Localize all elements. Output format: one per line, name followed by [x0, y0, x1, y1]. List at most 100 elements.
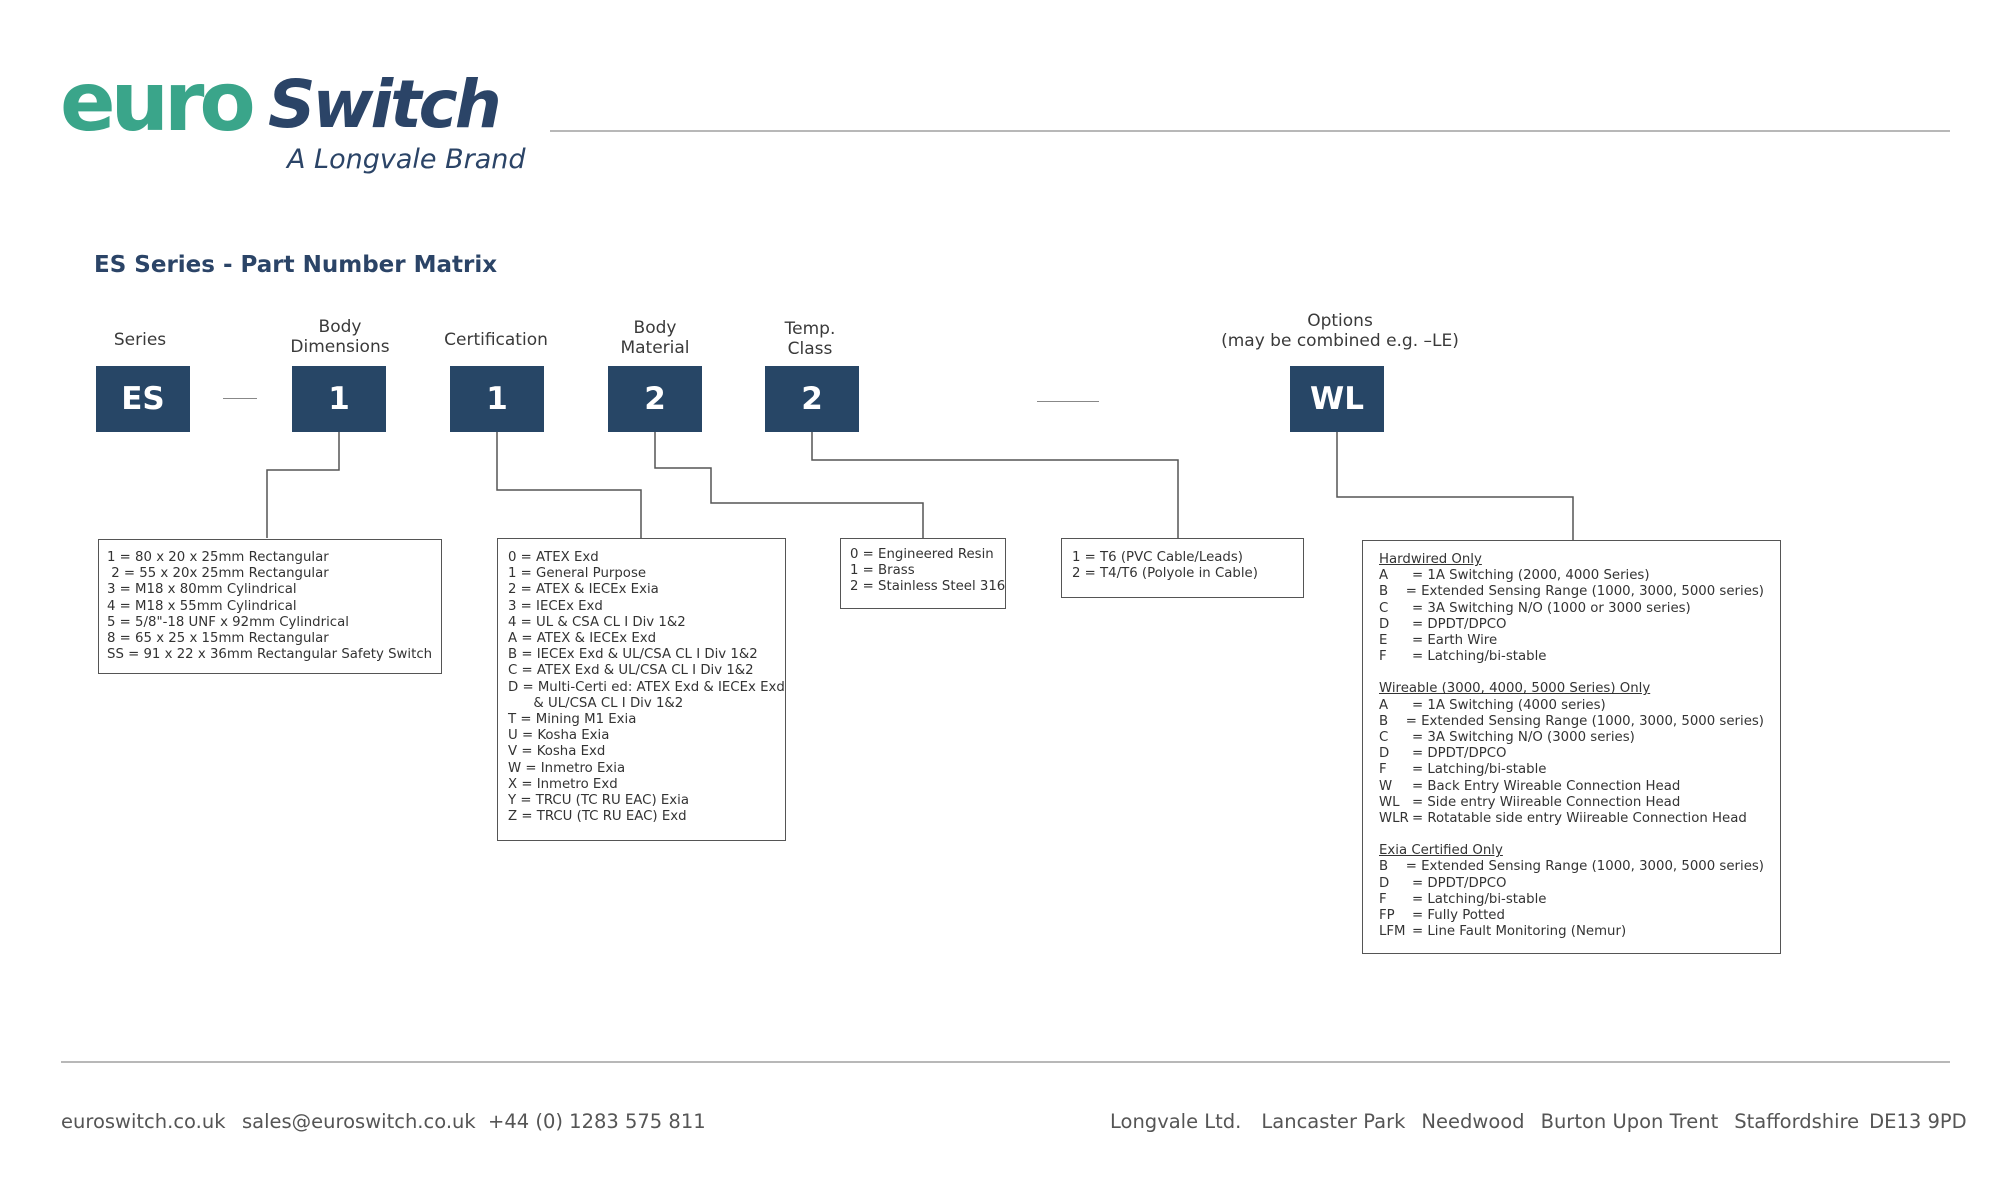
- list-item: C = 3A Switching N/O (3000 series): [1379, 730, 1764, 746]
- option-desc: = 3A Switching N/O (1000 or 3000 series): [1412, 600, 1691, 616]
- options-list: Hardwired Only A= 1A Switching (2000, 40…: [1362, 540, 1781, 954]
- list-item: D= DPDT/DPCO: [1379, 876, 1764, 892]
- option-desc: = 1A Switching (2000, 4000 Series): [1412, 568, 1650, 584]
- list-item: 1 = T6 (PVC Cable/Leads): [1072, 550, 1243, 565]
- code-certification: 1: [450, 366, 544, 432]
- connector-body-material: [654, 432, 924, 538]
- list-item: 0 = ATEX Exd: [508, 550, 599, 565]
- option-code: LFM: [1379, 924, 1406, 940]
- separator-dash: [223, 398, 257, 399]
- option-desc: = 3A Switching N/O (3000 series): [1412, 730, 1635, 746]
- option-code: W: [1379, 778, 1393, 794]
- option-code: C: [1379, 600, 1389, 616]
- code-series: ES: [96, 366, 190, 432]
- option-desc: = Latching/bi-stable: [1412, 891, 1547, 907]
- list-item: B= Extended Sensing Range (1000, 3000, 5…: [1379, 859, 1764, 875]
- list-item: A = 1A Switching (2000, 4000 Series): [1379, 568, 1764, 584]
- page-title: ES Series - Part Number Matrix: [94, 252, 498, 278]
- label-body-dimensions: Body Dimensions: [290, 317, 390, 357]
- option-desc: = DPDT/DPCO: [1412, 875, 1507, 891]
- list-item: D = DPDT/DPCO: [1379, 617, 1764, 633]
- list-item: W = Inmetro Exia: [508, 760, 626, 776]
- list-item: 2 = Stainless Steel 316: [850, 579, 1006, 595]
- label-certification: Certification: [444, 330, 548, 350]
- list-item: A = 1A Switching (4000 series): [1379, 698, 1764, 714]
- option-desc: = DPDT/DPCO: [1412, 616, 1507, 632]
- list-item: C = ATEX Exd & UL/CSA CL I Div 1&2: [508, 663, 754, 679]
- address-postcode: DE13 9PD: [1869, 1110, 1967, 1133]
- option-code: F: [1379, 649, 1387, 665]
- option-code: E: [1379, 633, 1388, 649]
- certification-list: 0 = ATEX Exd 1 = General Purpose 2 = ATE…: [497, 538, 786, 841]
- address-county: Staffordshire: [1734, 1110, 1860, 1133]
- list-item: 4 = UL & CSA CL I Div 1&2: [508, 614, 686, 630]
- list-item: SS = 91 x 22 x 36mm Rectangular Safety S…: [107, 647, 433, 663]
- list-item: 1 = Brass: [850, 563, 915, 579]
- options-exia-heading: Exia Certified Only: [1379, 843, 1503, 859]
- option-desc: = DPDT/DPCO: [1412, 746, 1507, 762]
- list-item: & UL/CSA CL I Div 1&2: [508, 695, 684, 711]
- option-desc: = Earth Wire: [1412, 633, 1498, 649]
- address-park: Lancaster Park: [1261, 1110, 1406, 1133]
- list-item: FP= Fully Potted: [1379, 908, 1764, 924]
- option-code: WLR: [1379, 811, 1409, 827]
- footer-phone[interactable]: +44 (0) 1283 575 811: [488, 1110, 706, 1133]
- list-item: 2 = ATEX & IECEx Exia: [508, 582, 659, 598]
- option-desc: = Back Entry Wireable Connection Head: [1412, 778, 1681, 794]
- list-item: 4 = M18 x 55mm Cylindrical: [107, 598, 297, 614]
- footer-address: Longvale Ltd. Lancaster Park Needwood Bu…: [1110, 1110, 1967, 1133]
- option-code: D: [1379, 616, 1390, 632]
- option-desc: = Latching/bi-stable: [1412, 762, 1547, 778]
- option-code: B: [1379, 584, 1389, 600]
- logo-brand-line: A Longvale Brand: [287, 144, 526, 175]
- list-item: F = Latching/bi-stable: [1379, 762, 1764, 778]
- list-item: 5 = 5/8"-18 UNF x 92mm Cylindrical: [107, 614, 349, 630]
- option-code: A: [1379, 568, 1389, 584]
- connector-body-dimensions: [266, 432, 340, 538]
- option-desc: = Rotatable side entry Wiireable Connect…: [1412, 811, 1747, 827]
- list-item: F= Latching/bi-stable: [1379, 649, 1764, 665]
- list-item: V = Kosha Exd: [508, 744, 606, 760]
- list-item: Z = TRCU (TC RU EAC) Exd: [508, 809, 687, 825]
- header-divider: [550, 130, 1950, 132]
- list-item: Y = TRCU (TC RU EAC) Exia: [508, 793, 689, 809]
- list-item: F= Latching/bi-stable: [1379, 892, 1764, 908]
- options-wireable-heading: Wireable (3000, 4000, 5000 Series) Only: [1379, 681, 1651, 697]
- label-temp-class: Temp. Class: [784, 319, 836, 359]
- label-options: Options (may be combined e.g. –LE): [1221, 311, 1459, 351]
- code-body-dimensions: 1: [292, 366, 386, 432]
- list-item: D = DPDT/DPCO: [1379, 746, 1764, 762]
- logo-switch-text: Switch: [268, 66, 502, 143]
- address-company: Longvale Ltd.: [1110, 1110, 1242, 1133]
- list-item: 1 = 80 x 20 x 25mm Rectangular: [107, 550, 329, 565]
- option-desc: = Line Fault Monitoring (Nemur): [1412, 924, 1627, 940]
- list-item: D = Multi-Certi ed: ATEX Exd & IECEx Exd: [508, 679, 785, 695]
- option-desc: = 1A Switching (4000 series): [1412, 697, 1606, 713]
- body-dimensions-list: 1 = 80 x 20 x 25mm Rectangular 2 = 55 x …: [98, 539, 442, 674]
- connector-certification: [496, 432, 642, 538]
- list-item: 0 = Engineered Resin: [850, 547, 994, 562]
- list-item: T = Mining M1 Exia: [508, 712, 637, 728]
- list-item: 1 = General Purpose: [508, 566, 647, 582]
- label-body-material: Body Material: [620, 318, 690, 358]
- option-desc: = Extended Sensing Range (1000, 3000, 50…: [1405, 713, 1764, 729]
- logo-euro-text: euro: [60, 55, 256, 150]
- option-code: F: [1379, 762, 1387, 778]
- option-desc: = Fully Potted: [1412, 908, 1505, 924]
- option-code: D: [1379, 746, 1390, 762]
- option-code: C: [1379, 730, 1389, 746]
- footer-email[interactable]: sales@euroswitch.co.uk: [242, 1110, 476, 1133]
- list-item: C = 3A Switching N/O (1000 or 3000 series…: [1379, 601, 1764, 617]
- option-desc: = Side entry Wiireable Connection Head: [1412, 794, 1681, 810]
- temp-class-list: 1 = T6 (PVC Cable/Leads) 2 = T4/T6 (Poly…: [1061, 538, 1304, 598]
- address-town: Burton Upon Trent: [1540, 1110, 1719, 1133]
- list-item: B = IECEx Exd & UL/CSA CL I Div 1&2: [508, 647, 758, 663]
- option-desc: = Extended Sensing Range (1000, 3000, 50…: [1405, 584, 1764, 600]
- list-item: X = Inmetro Exd: [508, 776, 618, 792]
- option-desc: = Extended Sensing Range (1000, 3000, 50…: [1405, 859, 1764, 875]
- footer-website[interactable]: euroswitch.co.uk: [61, 1110, 226, 1133]
- list-item: E = Earth Wire: [1379, 633, 1764, 649]
- option-code: A: [1379, 697, 1389, 713]
- connector-temp-class: [811, 432, 1179, 538]
